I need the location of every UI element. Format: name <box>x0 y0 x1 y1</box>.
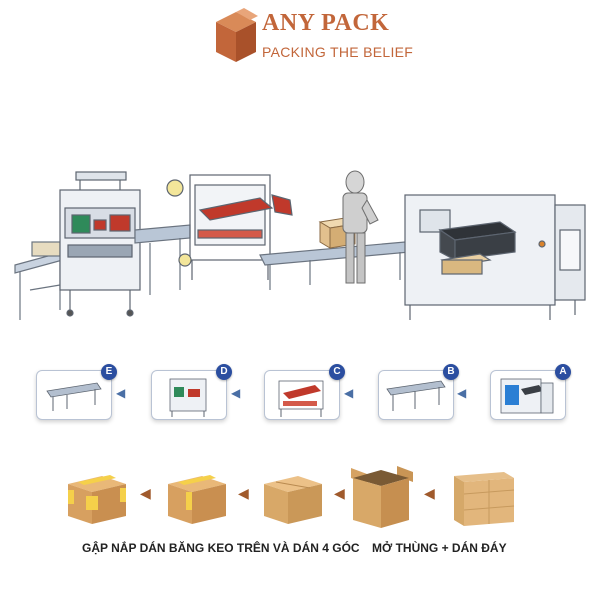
brand-logo <box>214 8 414 68</box>
flat-carton-blank-icon <box>454 472 515 526</box>
operator-figure <box>342 170 379 284</box>
left-arrow-icon: ◀ <box>116 386 126 400</box>
taped-carton-icon <box>168 475 226 524</box>
left-arrow-icon: ◀ <box>238 486 249 502</box>
stage-badge-e: E <box>101 364 117 380</box>
caption-seal-and-corners: GẬP NẮP DÁN BĂNG KEO TRÊN VÀ DÁN 4 GÓC <box>82 541 360 555</box>
left-arrow-icon: ◀ <box>424 486 435 502</box>
brand-name: ANY PACK <box>262 10 390 36</box>
stage-badge-a: A <box>555 364 571 380</box>
stage-card-c: C <box>264 364 345 420</box>
stage-card-d: D <box>151 364 232 420</box>
stage-card-a: A <box>490 364 571 420</box>
brand-tagline: PACKING THE BELIEF <box>262 44 414 60</box>
taped-carton-corners-icon <box>68 475 126 524</box>
stage-badge-d: D <box>216 364 232 380</box>
infeed-conveyor <box>14 241 71 320</box>
left-arrow-icon: ◀ <box>140 486 151 502</box>
flap-folder-icon <box>278 380 324 417</box>
roller-conveyor-icon <box>386 380 446 411</box>
left-arrow-icon: ◀ <box>334 486 345 502</box>
flap-folder-frame <box>166 174 293 280</box>
stage-badge-c: C <box>329 364 345 380</box>
caption-open-and-bottom-tape: MỞ THÙNG + DÁN ĐÁY <box>372 541 507 555</box>
open-carton-icon <box>351 466 413 528</box>
case-erector-machine <box>404 194 586 320</box>
sealer-icon <box>169 378 207 417</box>
box-logo-icon <box>216 8 258 62</box>
stage-badge-b: B <box>443 364 459 380</box>
stage-card-e: E <box>36 364 117 420</box>
left-arrow-icon: ◀ <box>231 386 241 400</box>
left-arrow-icon: ◀ <box>344 386 354 400</box>
case-erector-icon <box>500 378 554 414</box>
conveyor-icon <box>46 382 102 411</box>
tape-sealer-machine <box>59 171 141 317</box>
stage-card-b: B <box>378 364 459 420</box>
left-arrow-icon: ◀ <box>457 386 467 400</box>
closed-carton-icon <box>264 476 322 524</box>
roller-conveyor <box>259 241 411 290</box>
packing-line-illustration <box>14 170 586 320</box>
